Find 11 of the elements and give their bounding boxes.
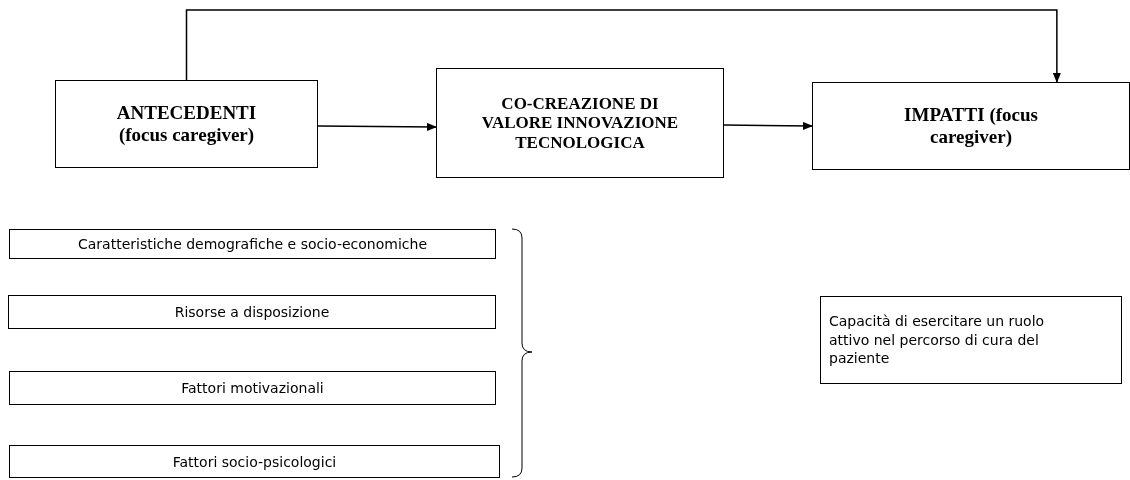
arrow [185,9,1061,83]
process-box: CO-CREAZIONE DI VALORE INNOVAZIONE TECNOLOGICA [436,68,724,178]
arrow [317,122,437,131]
process-box: Fattori motivazionali [9,371,496,405]
process-box: IMPATTI (focus caregiver) [812,82,1130,170]
process-box: Risorse a disposizione [8,295,496,329]
process-box: Caratteristiche demografiche e socio-economiche [9,229,496,259]
process-box: Fattori socio-psicologici [9,445,500,478]
process-box: ANTECEDENTI (focus caregiver) [55,80,318,168]
process-box: Capacità di esercitare un ruolo attivo nel percorso di cura del paziente [820,296,1122,384]
arrow [723,121,813,130]
